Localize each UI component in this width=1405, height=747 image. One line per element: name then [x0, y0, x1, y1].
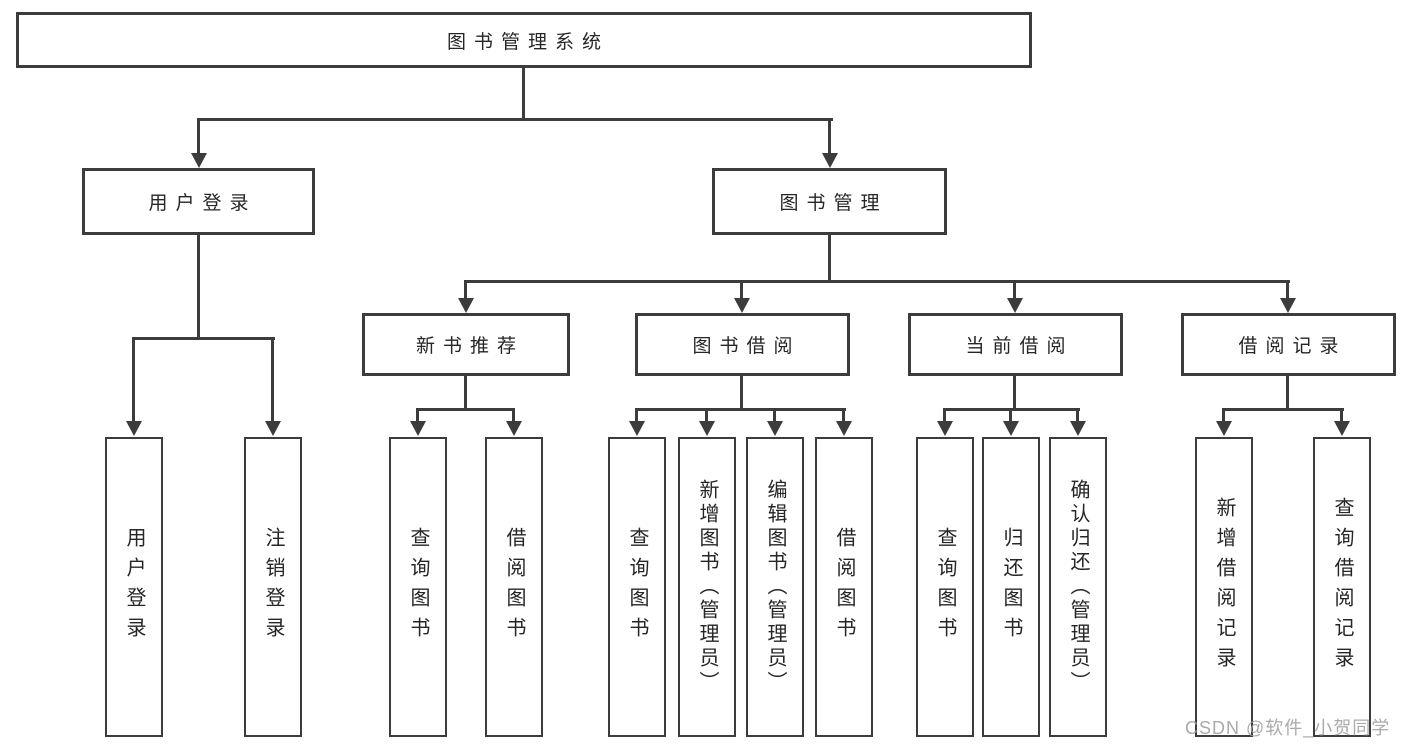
- node-add-book-admin: 新增图书（管理员）: [678, 437, 736, 737]
- node-label: 注销登录: [262, 527, 284, 647]
- connector-line: [740, 376, 743, 410]
- connector-line: [464, 280, 467, 302]
- node-query-books-current: 查询图书: [916, 437, 974, 737]
- node-label: 图书管理: [779, 193, 888, 214]
- connector-line: [740, 280, 743, 302]
- connector-line: [1013, 376, 1016, 410]
- arrow-down-icon: [734, 298, 750, 313]
- node-edit-book-admin: 编辑图书（管理员）: [746, 437, 804, 737]
- arrow-down-icon: [767, 421, 783, 436]
- node-borrowing-records: 借阅记录: [1181, 313, 1396, 376]
- arrow-down-icon: [1007, 298, 1023, 313]
- node-label: 当前借阅: [965, 336, 1074, 357]
- arrow-down-icon: [458, 298, 474, 313]
- node-label: 查询借阅记录: [1331, 497, 1353, 677]
- connector-line: [1009, 408, 1012, 423]
- arrow-down-icon: [1003, 421, 1019, 436]
- connector-line: [416, 408, 419, 423]
- connector-line: [197, 235, 200, 339]
- connector-line: [512, 408, 515, 423]
- node-library-management-system: 图书管理系统: [16, 12, 1032, 68]
- arrow-down-icon: [629, 421, 645, 436]
- connector-line: [271, 337, 274, 422]
- node-label: 用户登录: [123, 527, 145, 647]
- node-query-books-borrow: 查询图书: [608, 437, 666, 737]
- node-label: 查询图书: [407, 527, 429, 647]
- node-label: 新书推荐: [415, 336, 524, 357]
- connector-line: [1286, 280, 1289, 302]
- node-label: 查询图书: [626, 527, 648, 647]
- node-book-management: 图书管理: [712, 168, 947, 235]
- connector-line: [773, 408, 776, 423]
- node-label: 借阅图书: [503, 527, 525, 647]
- arrow-down-icon: [822, 153, 838, 168]
- connector-line: [132, 337, 275, 340]
- node-label: 编辑图书（管理员）: [764, 479, 786, 695]
- connector-line: [828, 235, 831, 282]
- connector-line: [1340, 408, 1343, 423]
- node-label: 图书管理系统: [446, 31, 609, 53]
- connector-line: [522, 68, 525, 120]
- node-logout: 注销登录: [244, 437, 302, 737]
- node-label: 归还图书: [1000, 527, 1022, 647]
- connector-line: [1222, 408, 1225, 423]
- arrow-down-icon: [1334, 421, 1350, 436]
- arrow-down-icon: [191, 153, 207, 168]
- arrow-down-icon: [1216, 421, 1232, 436]
- watermark: CSDN @软件_小贺同学: [1185, 718, 1391, 738]
- connector-line: [1013, 280, 1016, 302]
- connector-line: [842, 408, 845, 423]
- node-label: 新增图书（管理员）: [696, 479, 718, 695]
- arrow-down-icon: [506, 421, 522, 436]
- arrow-down-icon: [937, 421, 953, 436]
- connector-line: [197, 118, 200, 156]
- node-book-borrowing: 图书借阅: [635, 313, 850, 376]
- node-label: 借阅图书: [833, 527, 855, 647]
- connector-line: [705, 408, 708, 423]
- connector-line: [1286, 376, 1289, 410]
- node-add-borrow-record: 新增借阅记录: [1195, 437, 1253, 737]
- node-label: 图书借阅: [692, 336, 801, 357]
- connector-line: [464, 376, 467, 410]
- arrow-down-icon: [410, 421, 426, 436]
- arrow-down-icon: [265, 421, 281, 436]
- connector-line: [197, 118, 833, 121]
- connector-line: [1076, 408, 1079, 423]
- node-label: 借阅记录: [1238, 336, 1347, 357]
- node-query-books-recommend: 查询图书: [389, 437, 447, 737]
- node-label: 用户登录: [148, 193, 257, 214]
- connector-line: [464, 280, 1290, 283]
- connector-line: [416, 408, 515, 411]
- connector-line: [132, 337, 135, 422]
- connector-line: [1222, 408, 1344, 411]
- node-label: 新增借阅记录: [1213, 497, 1235, 677]
- connector-line: [828, 118, 831, 156]
- node-label: 查询图书: [934, 527, 956, 647]
- node-user-login-leaf: 用户登录: [105, 437, 163, 737]
- arrow-down-icon: [1280, 298, 1296, 313]
- node-borrow-books-recommend: 借阅图书: [485, 437, 543, 737]
- connector-line: [635, 408, 638, 423]
- node-label: 确认归还（管理员）: [1067, 479, 1089, 695]
- connector-line: [635, 408, 846, 411]
- arrow-down-icon: [699, 421, 715, 436]
- node-borrow-books: 借阅图书: [815, 437, 873, 737]
- connector-line: [943, 408, 946, 423]
- node-query-borrow-record: 查询借阅记录: [1313, 437, 1371, 737]
- node-current-borrowing: 当前借阅: [908, 313, 1123, 376]
- node-confirm-return-admin: 确认归还（管理员）: [1049, 437, 1107, 737]
- node-new-book-recommend: 新书推荐: [362, 313, 570, 376]
- node-user-login: 用户登录: [82, 168, 315, 235]
- arrow-down-icon: [126, 421, 142, 436]
- arrow-down-icon: [1070, 421, 1086, 436]
- node-return-books: 归还图书: [982, 437, 1040, 737]
- arrow-down-icon: [836, 421, 852, 436]
